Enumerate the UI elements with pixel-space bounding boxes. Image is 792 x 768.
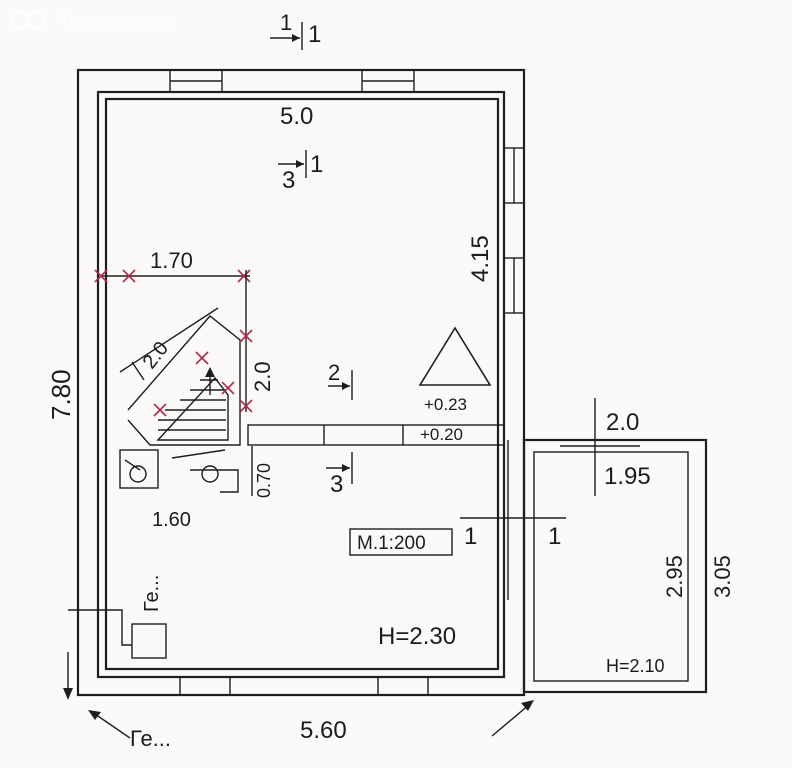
section-arrow-icon-2 [296,160,304,168]
dim-left-height: 7.80 [46,369,76,420]
section-top-num: 1 [280,10,292,35]
section-upper-num: 3 [282,167,295,194]
dim-annex-outer-height: 3.05 [710,555,735,598]
section-arrow-icon-4 [342,464,350,472]
cut-1-right: 1 [548,523,561,550]
boiler-icon [131,623,167,659]
section-upper-side: 1 [310,151,323,178]
partition-wall [247,424,509,600]
watermark-logo-icon [10,10,30,30]
dim-stair-height: 2.0 [250,361,275,392]
dim-top-width: 5.0 [280,103,313,130]
level-lower: +0.20 [420,425,463,444]
dimension-lines [94,269,640,519]
cut-1-left: 1 [464,523,477,550]
section-mid-num: 2 [328,360,340,385]
section-marks [270,22,492,484]
section-lower-num: 3 [330,471,343,498]
height-annex: Н=2.10 [606,656,665,676]
entrance-arrows [63,652,534,739]
labels: 1 1 5.0 1 3 4.15 1.70 2.0 2.0 7.80 2 +0.… [46,10,735,751]
staircase [127,315,241,446]
truncated-label-bottom: Ге... [130,726,171,751]
section-arrow-icon-3 [342,382,350,390]
watermark-logo-icon-2 [26,10,46,30]
dim-lower-width: 1.60 [152,509,191,531]
level-upper: +0.23 [424,395,467,414]
dim-bottom-width: 5.60 [300,717,347,744]
section-arrow-icon [292,34,300,42]
level-triangle-icon [418,326,492,386]
annex [522,438,708,694]
truncated-label-side: Ге... [141,575,163,612]
arrow-up-right-icon [521,700,534,711]
scale-label: М.1:200 [357,533,426,554]
arrow-down-icon [63,688,73,700]
sink-icon [129,465,147,483]
watermark: Недвижимость [10,10,172,30]
watermark-text: Недвижимость [62,12,172,29]
dim-annex-top: 2.0 [606,409,639,436]
dim-stair-width: 1.70 [150,248,193,273]
arrow-up-left-icon [88,710,101,720]
main-walls [76,68,526,697]
windows [169,69,525,696]
dim-annex-bottom: 1.95 [604,463,651,490]
section-top-side: 1 [308,21,321,48]
scale-box [349,528,453,556]
toilet-icon [201,465,219,483]
dim-right-height: 4.15 [467,235,494,282]
dim-lower-vertical: 0.70 [254,463,274,498]
stair-arrow-icon [205,367,215,377]
fixtures [68,449,239,659]
height-main: Н=2.30 [378,623,456,650]
dim-annex-inner-height: 2.95 [662,555,687,598]
dim-stair-diag: 2.0 [139,338,173,373]
